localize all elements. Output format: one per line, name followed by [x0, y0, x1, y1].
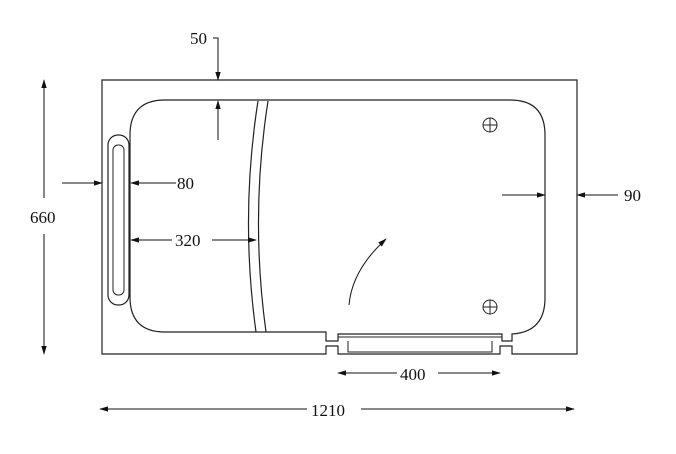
dim-rim-top: 50 [190, 29, 221, 140]
grab-handle-icon [107, 134, 130, 306]
drain-cross-icon [482, 117, 498, 133]
dim-seat-depth: 320 [130, 231, 257, 250]
tub-inner-basin [129, 99, 546, 353]
tub-outer-rim [101, 79, 578, 355]
dim-overall-height-label: 660 [30, 208, 56, 227]
dim-seat-depth-label: 320 [175, 231, 201, 250]
dim-rim-left-label: 80 [177, 174, 194, 193]
seat-edge [247, 100, 269, 333]
dim-rim-top-label: 50 [190, 29, 207, 48]
swing-arrow-icon [348, 238, 387, 306]
dim-overall-height: 660 [30, 79, 56, 355]
dim-rim-right: 90 [502, 186, 641, 205]
dim-door-opening-label: 400 [400, 365, 426, 384]
dim-rim-right-label: 90 [624, 186, 641, 205]
dim-overall-width-label: 1210 [311, 401, 345, 420]
dim-door-opening: 400 [337, 365, 501, 384]
dim-rim-left: 80 [62, 174, 194, 193]
dim-overall-width: 1210 [99, 401, 575, 420]
drain-cross-icon [482, 299, 498, 315]
